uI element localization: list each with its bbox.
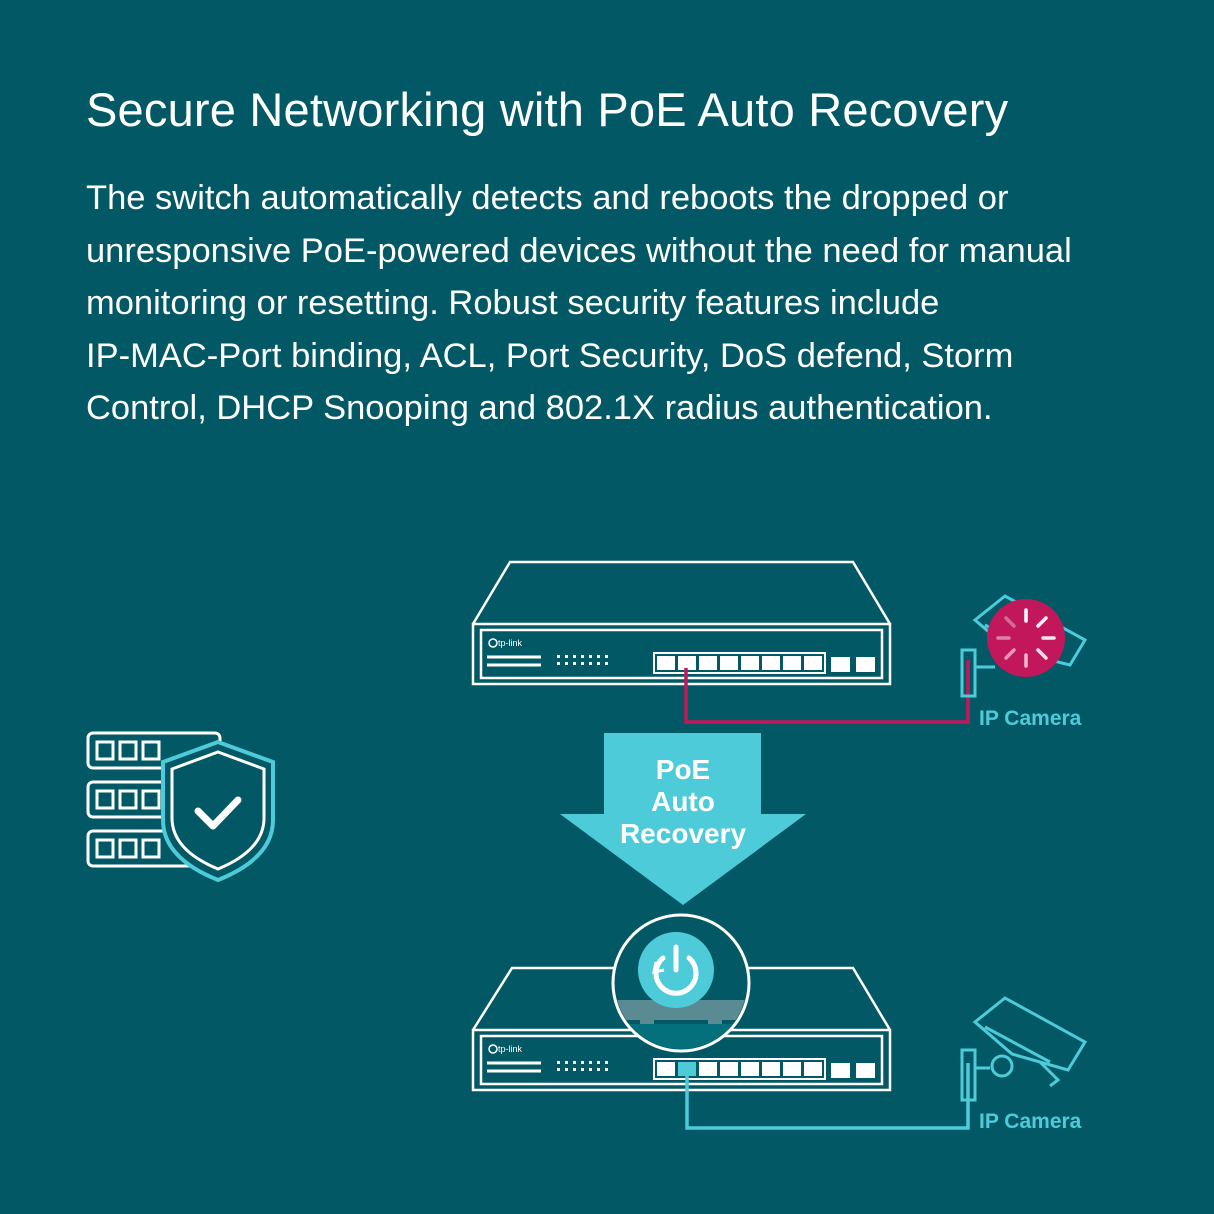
loading-spinner-icon [987,599,1065,677]
arrow-label-line: PoE [656,754,710,785]
recovery-arrow: PoE Auto Recovery [560,733,806,905]
server-shield-check-icon [86,731,275,883]
camera-label-bottom: IP Camera [979,1110,1082,1133]
description-line: The switch automatically detects and reb… [86,179,1009,217]
arrow-label-line: Recovery [620,818,747,849]
dropped-connection-line [684,660,970,724]
power-restart-icon [638,932,714,1008]
description-line: IP-MAC-Port binding, ACL, Port Security,… [86,336,1014,375]
arrow-label-line: Auto [651,786,715,817]
switch-ports [653,652,875,674]
port-magnifier [611,913,751,1053]
page-title: Secure Networking with PoE Auto Recovery [86,83,1009,136]
bottom-switch: tp-link [471,966,892,1092]
brand-logo-text: tp-link [498,1044,523,1054]
camera-label-top: IP Camera [979,707,1082,730]
restored-connection-line [685,1063,970,1130]
network-switch-icon [471,560,892,686]
brand-logo-text: tp-link [498,638,523,648]
top-switch: tp-link [471,560,892,686]
description-line: monitoring or resetting. Robust security… [86,284,940,322]
description-line: unresponsive PoE-powered devices without… [86,231,1072,270]
description-line: Control, DHCP Snooping and 802.1X radius… [86,389,993,427]
ip-camera-icon [960,996,1088,1102]
description: The switch automatically detects and reb… [86,172,1176,435]
switch-ports [653,1058,875,1080]
